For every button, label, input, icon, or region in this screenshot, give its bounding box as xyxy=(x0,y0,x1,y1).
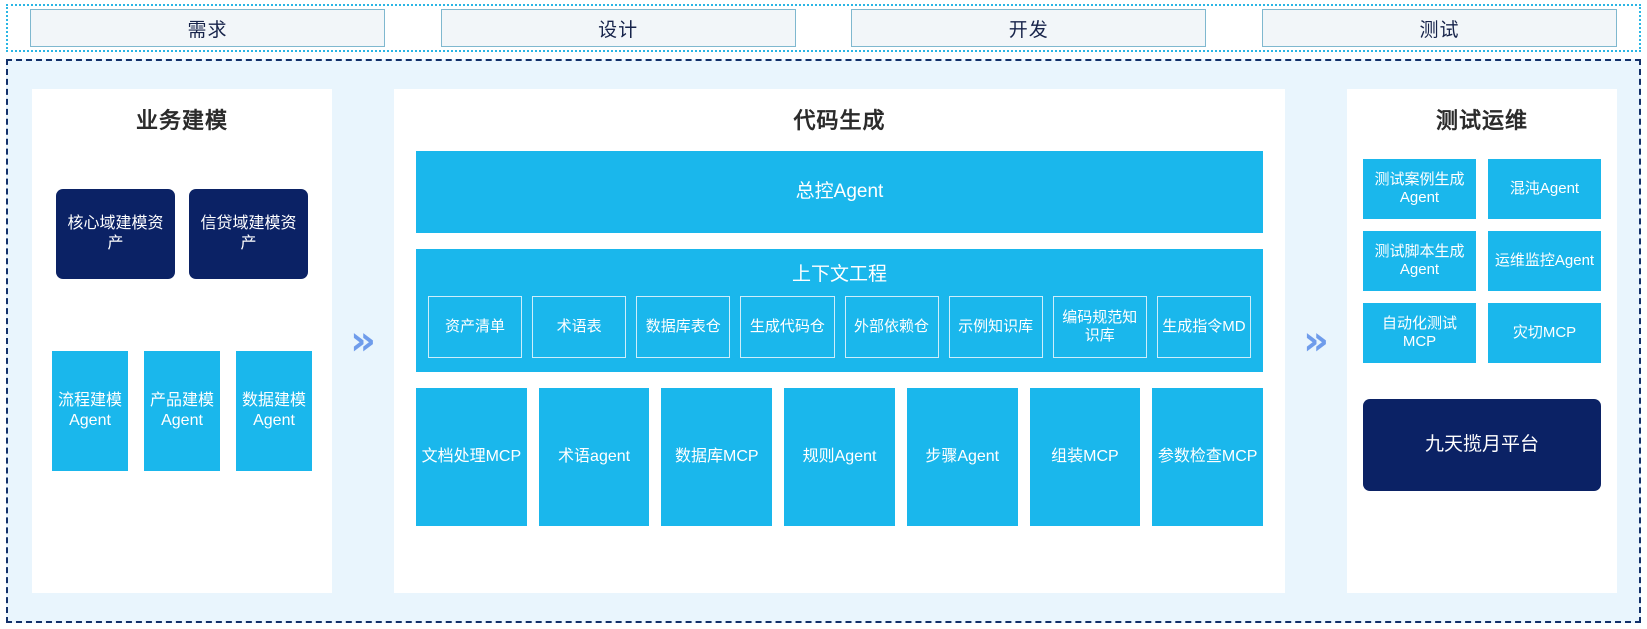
tile-label: 示例知识库 xyxy=(958,317,1034,335)
business-assets-group: 核心域建模资产 信贷域建模资产 xyxy=(56,189,308,279)
context-item-glossary[interactable]: 术语表 xyxy=(532,296,627,358)
tile-label: 资产清单 xyxy=(445,317,506,335)
tile-label: 总控Agent xyxy=(795,181,884,203)
context-item-example-knowledge-base[interactable]: 示例知识库 xyxy=(948,296,1043,358)
tool-step-agent[interactable]: 步骤Agent xyxy=(906,388,1018,526)
context-item-generation-instruction-md[interactable]: 生成指令MD xyxy=(1156,296,1251,358)
tool-database-mcp[interactable]: 数据库MCP xyxy=(661,388,773,526)
business-modeling-card: 业务建模 核心域建模资产 信贷域建模资产 流程建模Agent 产品建模Agent xyxy=(32,89,332,593)
tile-label: 数据库MCP xyxy=(675,448,759,466)
disaster-recovery-mcp[interactable]: 灾切MCP xyxy=(1488,303,1601,363)
right-content: 测试案例生成Agent 混沌Agent 测试脚本生成Agent 运维监控Agen… xyxy=(1347,141,1617,491)
context-item-generated-code-repo[interactable]: 生成代码仓 xyxy=(740,296,835,358)
flow-arrow-left: » xyxy=(332,61,394,621)
tile-label: 参数检查MCP xyxy=(1157,448,1258,466)
tile-label: 规则Agent xyxy=(802,448,877,466)
tile-label: 生成指令MD xyxy=(1162,317,1246,335)
tile-label: 信贷域建模资产 xyxy=(200,215,297,252)
left-column: 业务建模 核心域建模资产 信贷域建模资产 流程建模Agent 产品建模Agent xyxy=(32,89,332,593)
jiutian-lanyue-platform[interactable]: 九天揽月平台 xyxy=(1363,399,1601,491)
right-column: 测试运维 测试案例生成Agent 混沌Agent 测试脚本生成Agent xyxy=(1347,89,1617,593)
chaos-agent[interactable]: 混沌Agent xyxy=(1488,159,1601,219)
phase-label: 需求 xyxy=(187,19,228,41)
agent-product-modeling[interactable]: 产品建模Agent xyxy=(144,351,220,471)
master-agent-bar[interactable]: 总控Agent xyxy=(416,151,1263,233)
main-region: 业务建模 核心域建模资产 信贷域建模资产 流程建模Agent 产品建模Agent xyxy=(6,59,1641,623)
center-panel-title: 代码生成 xyxy=(793,108,886,133)
left-panel-title: 业务建模 xyxy=(135,108,228,133)
asset-core-domain[interactable]: 核心域建模资产 xyxy=(56,189,175,279)
business-agents-group: 流程建模Agent 产品建模Agent 数据建模Agent xyxy=(52,351,312,471)
context-item-db-table-repo[interactable]: 数据库表仓 xyxy=(636,296,731,358)
tile-label: 核心域建模资产 xyxy=(67,215,164,252)
tool-glossary-agent[interactable]: 术语agent xyxy=(538,388,650,526)
code-generation-card: 代码生成 总控Agent 上下文工程 资产清单 术语表 xyxy=(394,89,1285,593)
tile-label: 术语表 xyxy=(556,317,602,335)
flow-arrow-right: » xyxy=(1285,61,1347,621)
context-engineering-title: 上下文工程 xyxy=(791,264,887,285)
context-engineering-block: 上下文工程 资产清单 术语表 数据库表仓 xyxy=(416,249,1263,372)
tile-label: 文档处理MCP xyxy=(421,448,522,466)
asset-credit-domain[interactable]: 信贷域建模资产 xyxy=(189,189,308,279)
context-item-asset-list[interactable]: 资产清单 xyxy=(428,296,523,358)
phase-box-testing[interactable]: 测试 xyxy=(1261,9,1617,47)
tile-label: 测试脚本生成Agent xyxy=(1374,242,1465,278)
tile-label: 运维监控Agent xyxy=(1494,251,1595,269)
context-item-coding-standard-knowledge-base[interactable]: 编码规范知识库 xyxy=(1052,296,1147,358)
phase-label: 设计 xyxy=(598,19,639,41)
right-panel-title: 测试运维 xyxy=(1435,108,1528,133)
tile-label: 灾切MCP xyxy=(1512,323,1577,341)
agent-process-modeling[interactable]: 流程建模Agent xyxy=(52,351,128,471)
phase-strip: 需求 设计 开发 测试 xyxy=(6,4,1641,52)
automated-test-mcp[interactable]: 自动化测试MCP xyxy=(1363,303,1476,363)
double-chevron-right-icon: » xyxy=(1303,318,1329,364)
double-chevron-right-icon: » xyxy=(350,318,376,364)
test-ops-grid: 测试案例生成Agent 混沌Agent 测试脚本生成Agent 运维监控Agen… xyxy=(1363,159,1601,363)
test-ops-card: 测试运维 测试案例生成Agent 混沌Agent 测试脚本生成Agent xyxy=(1347,89,1617,593)
tool-parameter-check-mcp[interactable]: 参数检查MCP xyxy=(1152,388,1264,526)
phase-box-development[interactable]: 开发 xyxy=(851,9,1207,47)
tools-row: 文档处理MCP 术语agent 数据库MCP 规则Agent 步骤Agent xyxy=(416,388,1264,526)
tile-label: 混沌Agent xyxy=(1509,179,1580,197)
context-items-row: 资产清单 术语表 数据库表仓 生成代码仓 xyxy=(428,296,1251,358)
tile-label: 术语agent xyxy=(558,448,631,466)
tile-label: 自动化测试MCP xyxy=(1381,314,1457,350)
tool-rule-agent[interactable]: 规则Agent xyxy=(784,388,895,526)
tile-label: 外部依赖仓 xyxy=(854,317,930,335)
tool-assembly-mcp[interactable]: 组装MCP xyxy=(1029,388,1141,526)
test-case-generation-agent[interactable]: 测试案例生成Agent xyxy=(1363,159,1476,219)
tool-document-processing-mcp[interactable]: 文档处理MCP xyxy=(416,388,527,526)
phase-label: 开发 xyxy=(1008,19,1049,41)
phase-box-design[interactable]: 设计 xyxy=(440,9,796,47)
phase-box-requirements[interactable]: 需求 xyxy=(30,9,385,47)
test-script-generation-agent[interactable]: 测试脚本生成Agent xyxy=(1363,231,1476,291)
tile-label: 组装MCP xyxy=(1051,448,1119,466)
ops-monitoring-agent[interactable]: 运维监控Agent xyxy=(1488,231,1601,291)
center-column: 代码生成 总控Agent 上下文工程 资产清单 术语表 xyxy=(394,89,1285,593)
tile-label: 九天揽月平台 xyxy=(1424,434,1539,456)
tile-label: 编码规范知识库 xyxy=(1062,308,1138,344)
context-item-external-dependency-repo[interactable]: 外部依赖仓 xyxy=(844,296,939,358)
tile-label: 数据建模Agent xyxy=(241,392,306,429)
tile-label: 步骤Agent xyxy=(925,448,1000,466)
tile-label: 流程建模Agent xyxy=(57,392,122,429)
tile-label: 数据库表仓 xyxy=(645,317,721,335)
tile-label: 测试案例生成Agent xyxy=(1374,170,1465,206)
center-content: 总控Agent 上下文工程 资产清单 术语表 数据库表仓 xyxy=(394,141,1285,526)
tile-label: 产品建模Agent xyxy=(149,392,214,429)
tile-label: 生成代码仓 xyxy=(749,317,825,335)
agent-data-modeling[interactable]: 数据建模Agent xyxy=(236,351,312,471)
phase-label: 测试 xyxy=(1419,19,1460,41)
